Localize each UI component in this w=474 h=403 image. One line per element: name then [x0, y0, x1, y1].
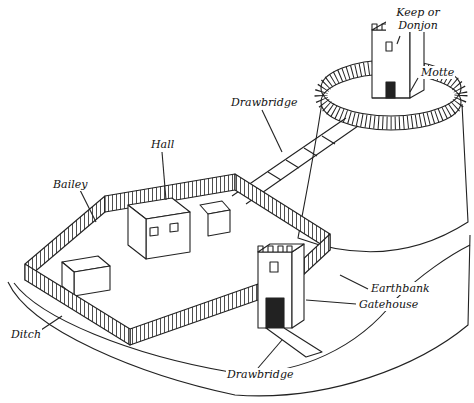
part-label: Hall — [150, 138, 175, 151]
part-label: Earthbank — [370, 282, 431, 295]
part-label: Motte — [420, 66, 455, 79]
part-label: Keep or Donjon — [386, 6, 450, 32]
part-label: Gatehouse — [358, 298, 419, 311]
part-label: Bailey — [52, 178, 88, 191]
part-label: Drawbridge — [230, 96, 298, 109]
part-label: Drawbridge — [226, 368, 294, 381]
part-label: Ditch — [10, 328, 42, 341]
